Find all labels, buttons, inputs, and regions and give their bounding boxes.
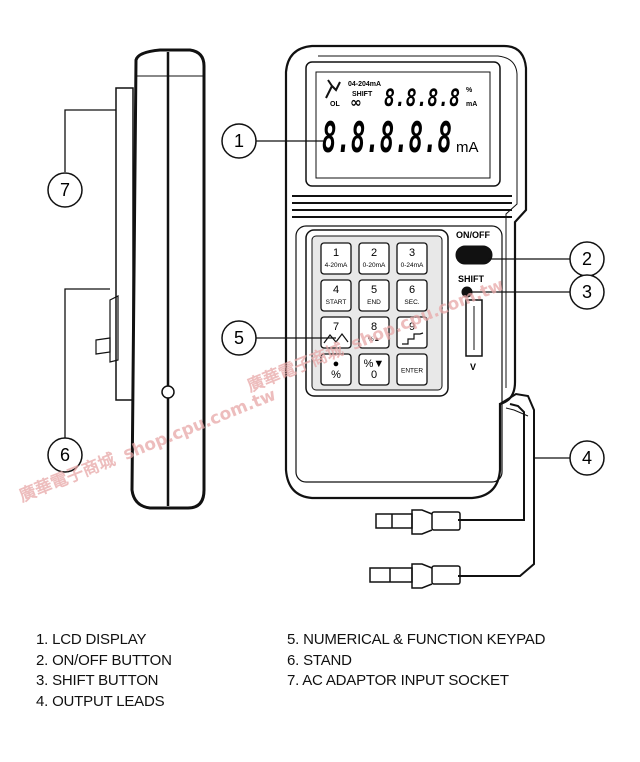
- callout-5: 5: [221, 320, 257, 356]
- lcd-shift-label: SHIFT: [352, 91, 373, 98]
- vent-lines: [292, 195, 512, 218]
- legend-item: 5. NUMERICAL & FUNCTION KEYPAD: [287, 631, 546, 648]
- key-label: 1: [333, 247, 339, 259]
- callouts: 1 2 3 4 5 6 7: [47, 123, 605, 476]
- device-diagram: 04-204mA SHIFT OL ∞ 8.8.8.8 % mA 8.8.8.8…: [16, 44, 605, 589]
- v-label: V: [470, 362, 476, 372]
- side-body: [130, 48, 206, 510]
- lead-plug-lower: [369, 563, 461, 589]
- lcd-upper-digits: 8.8.8.8: [384, 84, 460, 112]
- key-8[interactable]: 8 %▲: [358, 316, 390, 349]
- run-indicator-icon: [325, 79, 341, 99]
- legend-item: 3. SHIFT BUTTON: [36, 672, 159, 689]
- key-sublabel: 4-20mA: [325, 262, 348, 269]
- callout-4: 4: [569, 440, 605, 476]
- output-leads: [369, 392, 535, 589]
- watermark-url: shop.cpu.com.tw: [120, 385, 279, 465]
- shift-slot: [465, 299, 483, 357]
- ac-adaptor-socket: [161, 385, 175, 399]
- lcd-content: 04-204mA SHIFT OL ∞ 8.8.8.8 % mA 8.8.8.8…: [322, 79, 479, 162]
- staircase-icon: [402, 332, 424, 345]
- callout-1: 1: [221, 123, 257, 159]
- callout-number: 6: [60, 445, 70, 465]
- lower-panel: [295, 225, 503, 483]
- lcd-main-unit: mA: [456, 139, 479, 156]
- key-9[interactable]: 9: [396, 316, 428, 349]
- side-view: [95, 48, 206, 510]
- lcd-ol-label: OL: [330, 101, 340, 108]
- lcd-upper-unit-ma: mA: [466, 101, 477, 108]
- lead-plug-upper: [375, 509, 461, 535]
- callout-number: 1: [234, 131, 244, 151]
- callout-number: 5: [234, 328, 244, 348]
- lcd-upper-unit-pct: %: [466, 87, 473, 94]
- legend-item: 1. LCD DISPLAY: [36, 631, 147, 648]
- callout-leaders: [64, 109, 570, 459]
- key-label: 8: [371, 321, 377, 333]
- key-sublabel: START: [326, 299, 347, 306]
- key-sublabel: SEC.: [404, 299, 419, 306]
- key-label: 9: [409, 321, 415, 333]
- key-sublabel: 0-20mA: [363, 262, 386, 269]
- callout-number: 2: [582, 249, 592, 269]
- key-label: 4: [333, 284, 339, 296]
- key-1[interactable]: 1 4-20mA: [320, 242, 352, 275]
- key-12[interactable]: ENTER: [396, 353, 428, 386]
- lcd-range-label: 04-204mA: [348, 81, 381, 88]
- legend-item: 6. STAND: [287, 651, 352, 669]
- callout-7: 7: [47, 172, 83, 208]
- key-sublabel: 0: [371, 369, 377, 381]
- legend-item: 2. ON/OFF BUTTON: [36, 651, 172, 669]
- key-sublabel: %: [331, 369, 341, 381]
- key-label: ENTER: [401, 368, 423, 375]
- key-label: 3: [409, 247, 415, 259]
- infinity-icon: ∞: [350, 95, 362, 111]
- key-label: 7: [333, 321, 339, 333]
- callout-3: 3: [569, 274, 605, 310]
- key-label: 2: [371, 247, 377, 259]
- keypad-bezel: [305, 229, 449, 397]
- key-label: ●: [333, 358, 340, 370]
- onoff-button[interactable]: [455, 245, 493, 265]
- key-sublabel: 0-24mA: [401, 262, 424, 269]
- key-label: 5: [371, 284, 377, 296]
- key-2[interactable]: 2 0-20mA: [358, 242, 390, 275]
- legend-item: 4. OUTPUT LEADS: [36, 692, 165, 710]
- key-11[interactable]: %▼0: [358, 353, 390, 386]
- front-body: [284, 44, 528, 500]
- lcd-window: [305, 61, 501, 187]
- key-label: %▼: [364, 358, 385, 370]
- key-3[interactable]: 3 0-24mA: [396, 242, 428, 275]
- key-label: 6: [409, 284, 415, 296]
- callout-number: 7: [60, 180, 70, 200]
- key-sublabel: %▲: [368, 336, 380, 343]
- legend: 1. LCD DISPLAY 2. ON/OFF BUTTON 3. SHIFT…: [0, 630, 640, 740]
- callout-number: 3: [582, 282, 592, 302]
- legend-item: 7. AC ADAPTOR INPUT SOCKET: [287, 672, 509, 689]
- key-10[interactable]: ●%: [320, 353, 352, 386]
- shift-label: SHIFT: [458, 274, 485, 284]
- callout-number: 4: [582, 448, 592, 468]
- callout-6: 6: [47, 437, 83, 473]
- legend-right: 5. NUMERICAL & FUNCTION KEYPAD 6. STAND …: [287, 630, 545, 692]
- callout-2: 2: [569, 241, 605, 277]
- legend-left: 1. LCD DISPLAY 2. ON/OFF BUTTON 3. SHIFT…: [36, 630, 172, 712]
- onoff-label: ON/OFF: [456, 230, 490, 240]
- lcd-main-digits: 8.8.8.8.8: [322, 113, 452, 162]
- key-sublabel: END: [367, 299, 381, 306]
- key-7[interactable]: 7: [320, 316, 352, 349]
